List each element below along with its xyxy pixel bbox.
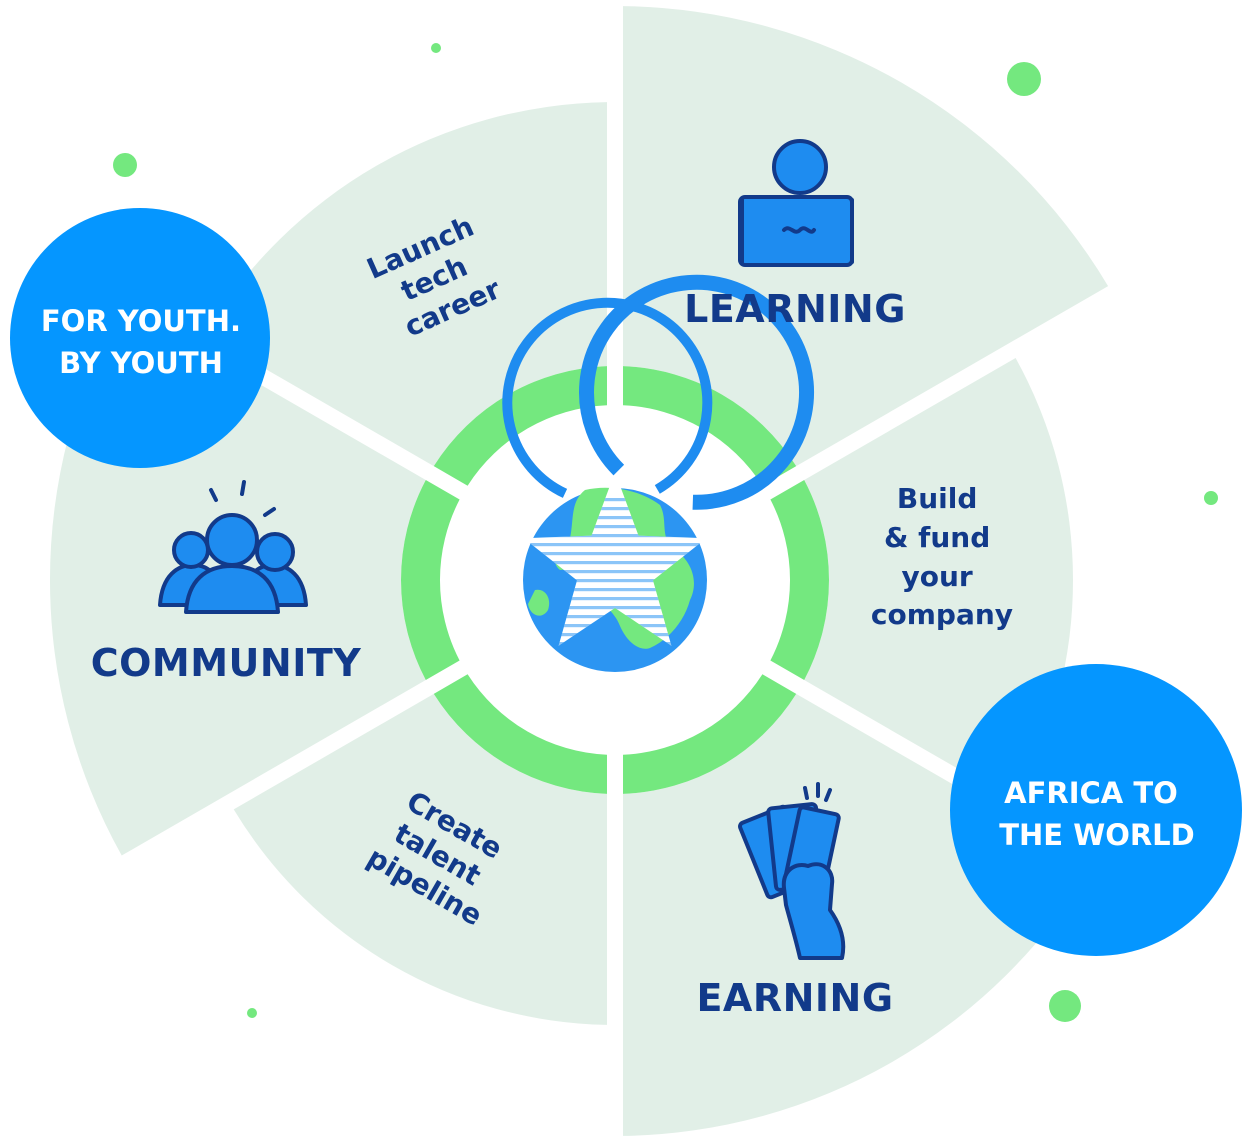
globe-star-logo-icon [502,274,814,672]
badge-circle [950,664,1242,956]
pillar-title-earning: EARNING [696,976,893,1020]
star-stripe [523,597,707,601]
person-center-head [205,513,259,567]
badge-text: FOR YOUTH. BY YOUTH [41,304,251,380]
learner-head [772,139,828,195]
star-stripe [523,543,707,547]
star-stripe [523,534,707,538]
star-stripe [523,588,707,592]
goal-line: your [902,560,973,593]
laptop-outline [740,198,854,264]
ring-segment [400,480,460,680]
cash-in-hand-icon [738,782,846,960]
person-right-head [255,532,295,572]
pillar-title-learning: LEARNING [684,287,906,331]
dot [1049,990,1081,1022]
goal-line: Build [897,482,978,515]
badge-line: FOR YOUTH. [41,304,241,338]
logo-arc [502,297,713,498]
ring-segment [623,674,797,794]
badge-for-youth: FOR YOUTH. BY YOUTH [10,208,270,468]
continent-shape [528,589,550,616]
star-stripe [523,552,707,556]
dot [431,43,441,53]
badge-circle [10,208,270,468]
star-stripe [523,579,707,583]
idea-ray [209,480,276,517]
dot [247,1008,257,1018]
badge-africa-world: AFRICA TO THE WORLD [950,664,1242,956]
star-stripe [523,570,707,574]
ring-segment [433,674,607,794]
star-stripe [523,498,707,502]
badge-line: THE WORLD [999,818,1194,852]
logo-arc [579,274,814,510]
goal-build-company: Build & fund your company [871,482,1013,631]
ring-segment [433,366,607,486]
person-left-head [172,531,210,569]
star-stripe [523,516,707,520]
hand [781,862,846,960]
community-group-icon [158,480,308,614]
badge-text: AFRICA TO THE WORLD [999,776,1194,852]
star-stripe [523,507,707,511]
wedge-learning [623,6,1109,467]
goal-line: & fund [884,521,990,554]
dot [113,153,137,177]
star-stripe [523,561,707,565]
sparkle-ray [803,782,832,802]
dot [1007,62,1041,96]
decorative-dots [113,43,1218,1022]
learner-laptop-icon [738,139,854,267]
star-stripe [523,606,707,610]
laptop-smile [782,226,816,234]
badge-line: BY YOUTH [59,346,223,380]
pillar-title-community: COMMUNITY [91,641,362,685]
wedge-create-pipeline [233,693,607,1025]
goal-line: company [871,598,1013,631]
dot [1204,491,1218,505]
badge-line: AFRICA TO [1004,776,1178,810]
ring-segment [770,480,830,680]
wedge-build-company [804,358,1074,802]
star-shape [523,472,707,646]
star-stripe [523,525,707,529]
